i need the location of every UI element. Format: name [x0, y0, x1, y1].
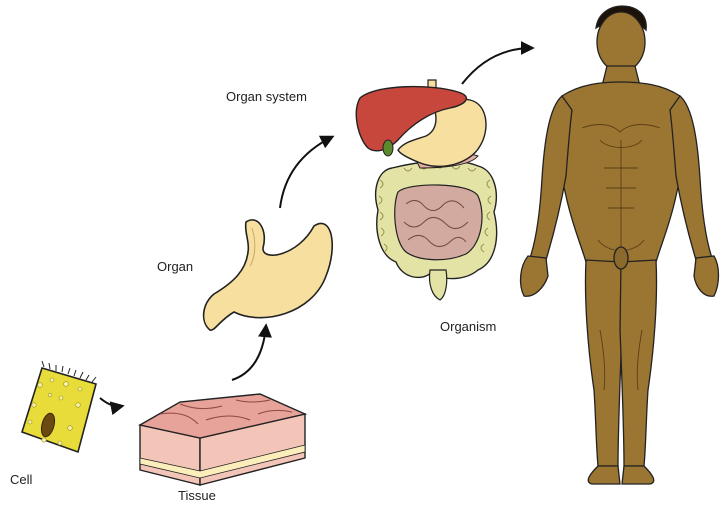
label-tissue: Tissue: [178, 488, 216, 503]
label-cell: Cell: [10, 472, 32, 487]
label-organism: Organism: [440, 319, 496, 334]
arrow-organ-system-to-organism: [462, 48, 532, 84]
cell-illustration: [22, 361, 96, 452]
tissue-illustration: [140, 394, 305, 485]
arrow-tissue-to-organ: [232, 326, 266, 380]
organ-stomach-illustration: [204, 220, 333, 330]
label-organ-system: Organ system: [226, 89, 307, 104]
arrow-organ-to-organ-system: [280, 137, 332, 208]
organ-system-digestive-illustration: [356, 80, 496, 300]
organism-human-figure: [521, 6, 719, 484]
arrow-cell-to-tissue: [100, 398, 122, 406]
label-organ: Organ: [157, 259, 193, 274]
